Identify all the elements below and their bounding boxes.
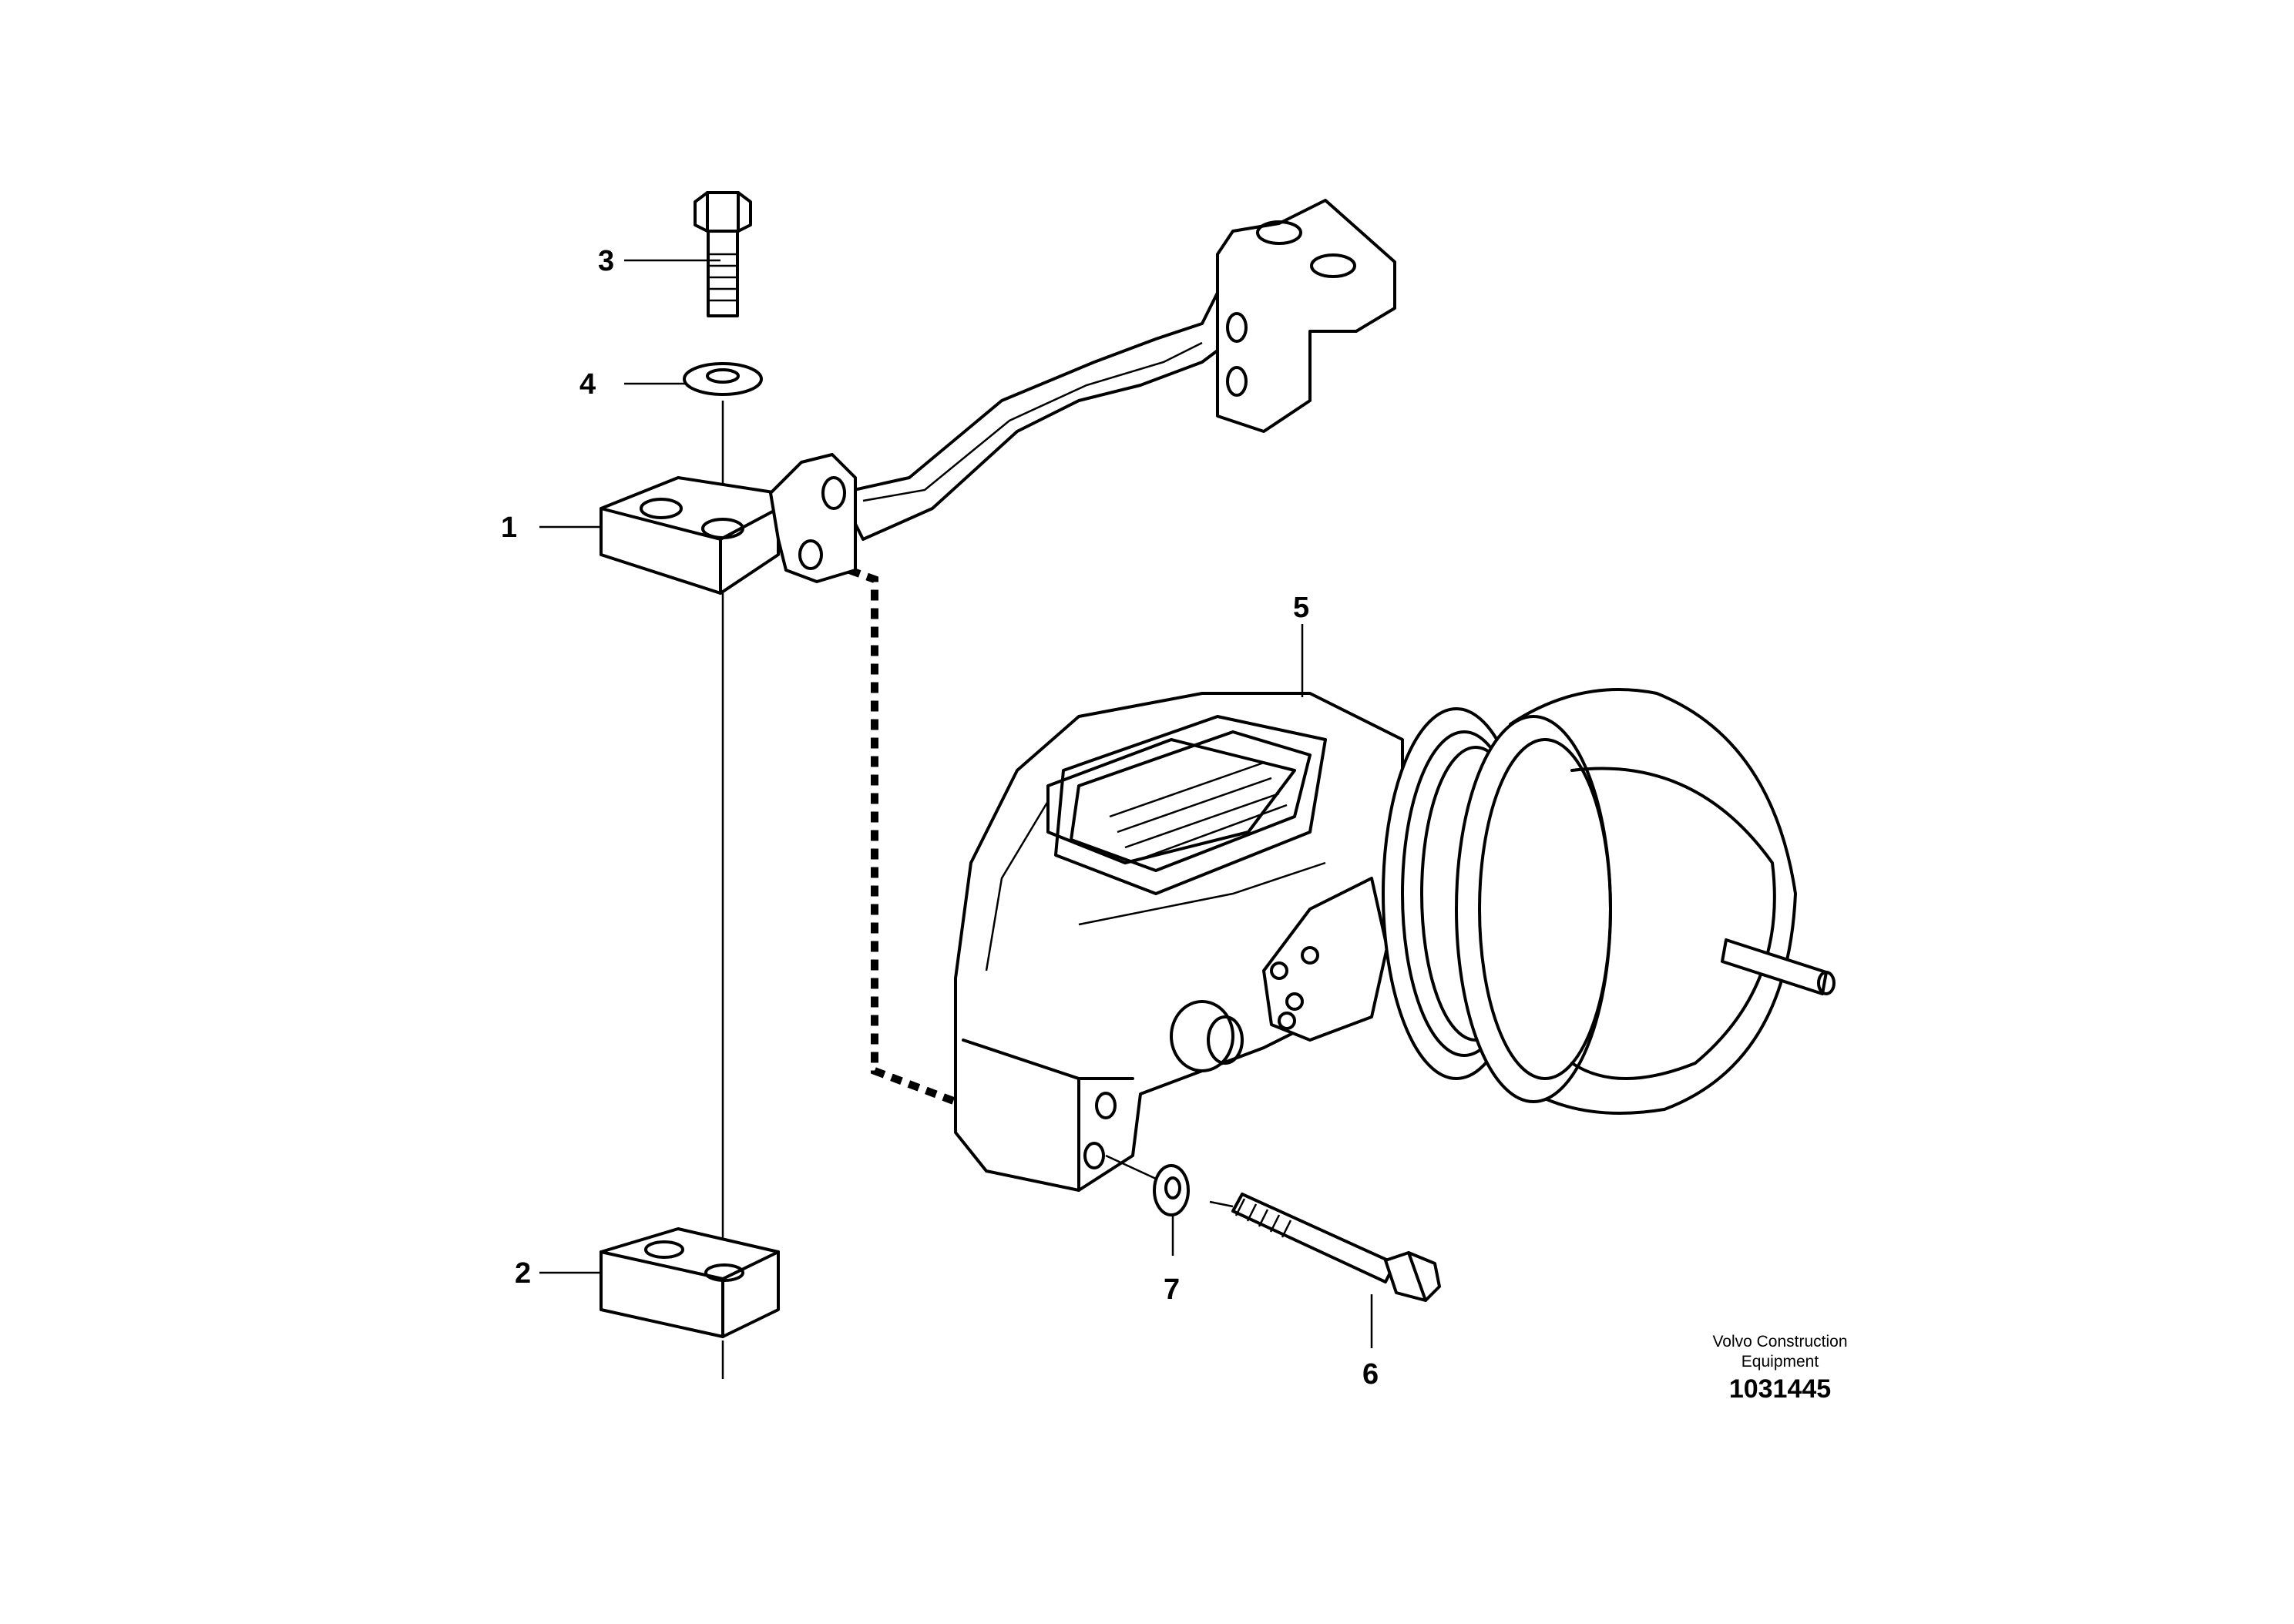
brand-name-line1: Volvo Construction [1712,1333,1848,1351]
bolt-3-shape [694,191,752,317]
callout-2: 2 [515,1257,532,1290]
callout-7: 7 [1164,1273,1181,1306]
dashed-leader [831,560,957,1106]
brand-name-line2: Equipment [1741,1353,1819,1371]
washer-4-shape [683,362,763,396]
bolt-6-shape [1209,1193,1441,1302]
callout-6: 6 [1362,1358,1379,1391]
callout-4: 4 [579,368,596,401]
callout-1: 1 [501,512,518,544]
callout-5: 5 [1293,592,1310,624]
block-2-shape [600,1227,780,1338]
leader-lines [539,259,1373,1348]
drawing-number: 1031445 [1728,1374,1832,1404]
brake-caliper-5-shape [954,688,1836,1192]
bracket-1-shape [600,199,1396,595]
washer-7-shape [1105,1154,1190,1216]
callout-3: 3 [598,245,615,277]
